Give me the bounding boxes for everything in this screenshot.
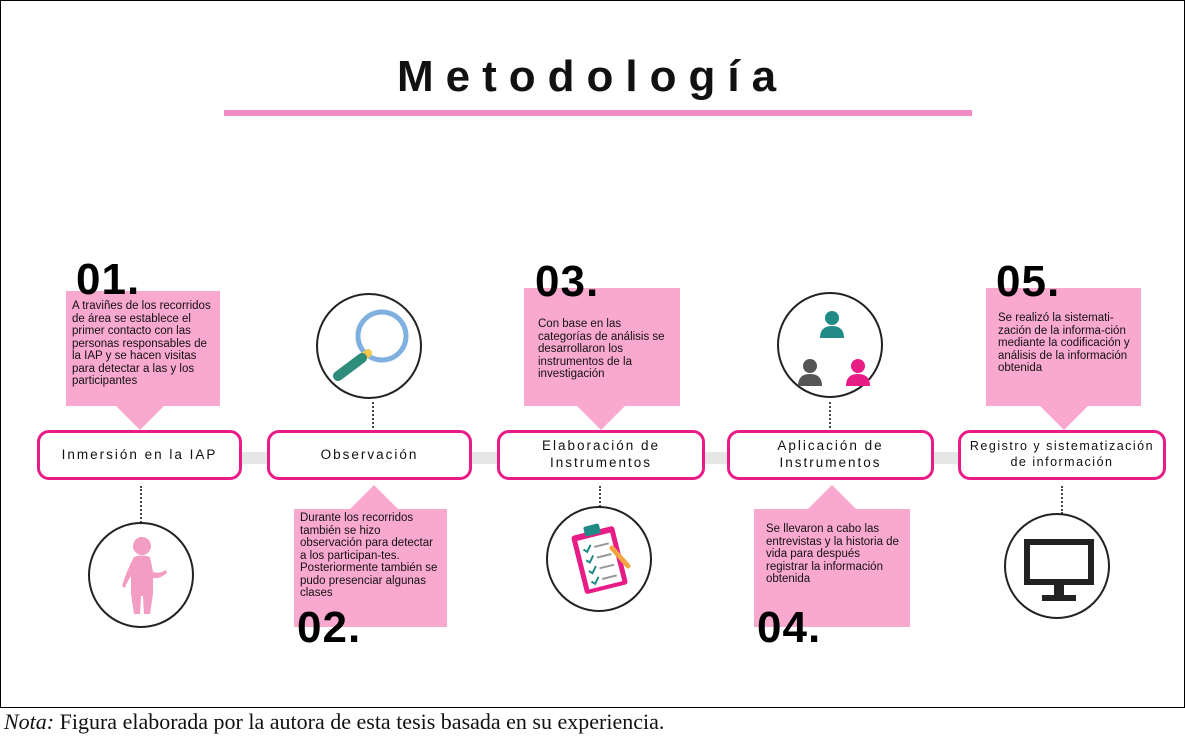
note-text: Figura elaborada por la autora de esta t… — [54, 709, 665, 734]
step-2-connector — [372, 402, 374, 428]
step-3-number: 03. — [535, 257, 600, 306]
step-4-pointer — [808, 485, 856, 509]
step-3-icon-circle — [546, 506, 652, 612]
figure-note: Nota: Figura elaborada por la autora de … — [4, 709, 664, 735]
step-1-number: 01. — [76, 255, 141, 304]
step-2-pointer — [350, 485, 398, 509]
step-1-icon-circle — [88, 522, 194, 628]
step-2-description: Durante los recorridos también se hizo o… — [294, 509, 447, 627]
step-2-label: Observación — [267, 430, 472, 480]
step-4-icon-circle — [777, 292, 883, 398]
step-5-pointer — [1040, 406, 1088, 430]
step-1-label: Inmersión en la IAP — [37, 430, 242, 480]
note-prefix: Nota: — [4, 709, 55, 734]
step-5-label: Registro y sistematización de informació… — [958, 430, 1166, 480]
person-icon — [122, 537, 167, 614]
step-3-connector — [599, 486, 601, 514]
step-4-number: 04. — [757, 603, 822, 652]
step-3-label: Elaboración de Instrumentos — [497, 430, 705, 480]
step-5-number: 05. — [996, 257, 1061, 306]
step-1-pointer — [116, 406, 164, 430]
step-5-connector — [1061, 486, 1063, 514]
step-1-connector — [140, 486, 142, 526]
step-4-description: Se llevaron a cabo las entrevistas y la … — [754, 509, 910, 627]
clipboard-icon — [571, 523, 631, 594]
step-5-description: Se realizó la sistemati-zación de la inf… — [986, 288, 1141, 406]
step-4-connector — [829, 402, 831, 428]
step-3-description: Con base en las categorías de análisis s… — [524, 288, 680, 406]
magnifier-icon — [333, 309, 409, 381]
step-3-pointer — [577, 406, 625, 430]
step-1-description: A traviñes de los recorridos de área se … — [66, 291, 220, 406]
step-2-number: 02. — [297, 603, 362, 652]
title-underline — [224, 110, 972, 116]
step-2-icon-circle — [316, 293, 422, 399]
step-5-icon-circle — [1004, 513, 1110, 619]
step-4-label: Aplicación de Instrumentos — [727, 430, 934, 480]
page-title: Metodología — [396, 52, 789, 101]
people-group-icon — [798, 311, 870, 386]
monitor-icon — [1024, 539, 1094, 601]
